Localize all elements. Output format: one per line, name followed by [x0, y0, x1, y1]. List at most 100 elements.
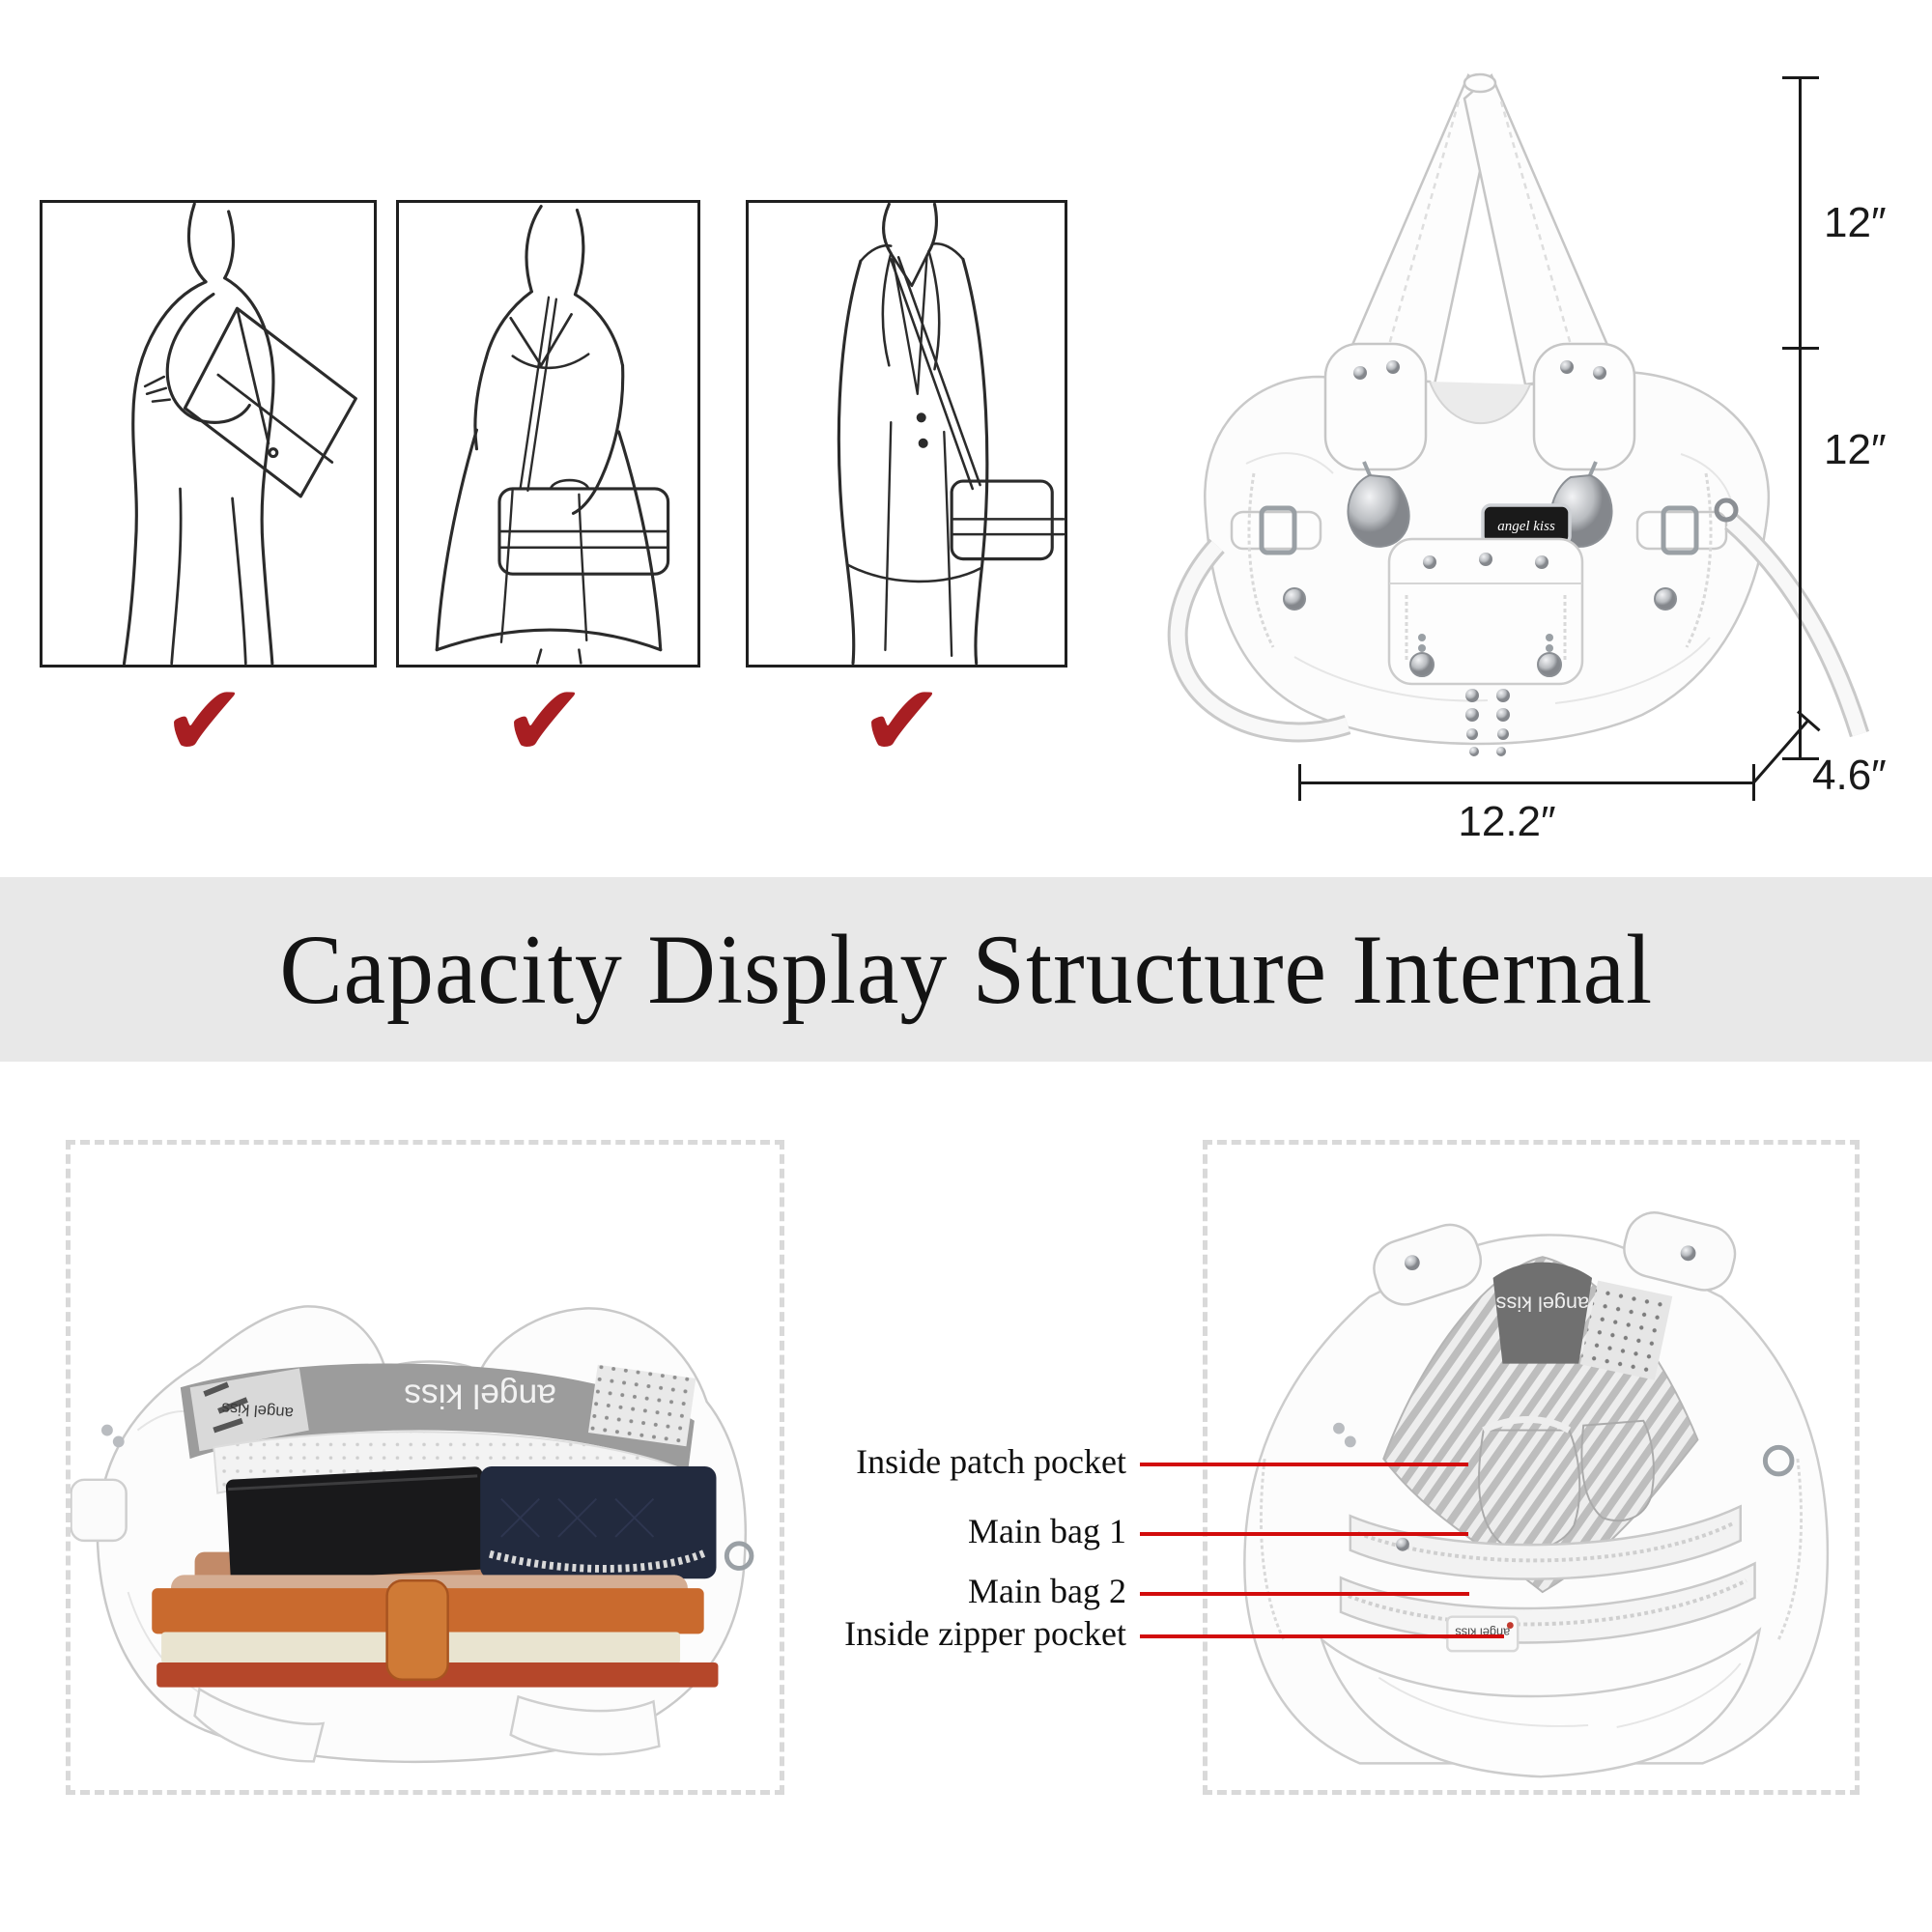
- right-strap: [1463, 72, 1621, 386]
- zipper-teeth: [1348, 1578, 1747, 1627]
- sketch-skirt-pleats: [499, 487, 588, 643]
- lining-opening: angel kiss: [1382, 1256, 1699, 1594]
- sketch-bag-seams: [497, 529, 669, 549]
- dim-line-vertical: [1799, 77, 1802, 759]
- dim-label-depth: 4.6″: [1812, 752, 1887, 799]
- d-ring: [724, 1541, 754, 1571]
- dim-tick-width-left: [1298, 764, 1301, 801]
- sketch-bag-seams: [950, 518, 1065, 536]
- top-tabs: [1373, 1211, 1737, 1306]
- left-side-buckle: [1259, 505, 1297, 555]
- sketch-skirt: [170, 487, 247, 665]
- sketch-button: [916, 412, 926, 423]
- teardrop-ornament: [1347, 473, 1410, 548]
- sketch-pleats: [884, 421, 953, 657]
- scarf-dot-patch: [587, 1364, 696, 1447]
- carry-style-panel-shoulder: [396, 200, 700, 668]
- side-strap: [71, 1478, 128, 1543]
- capacity-photo: angel kiss angel kiss 999: [71, 1305, 754, 1764]
- sketch-button: [918, 438, 928, 448]
- sketch-strap: [519, 296, 558, 493]
- dim-label-height: 12″: [1824, 426, 1887, 473]
- side-zipper: [1685, 472, 1713, 648]
- sketch-lapels: [881, 250, 941, 371]
- sketch-face: [223, 210, 236, 280]
- rivet: [1353, 366, 1367, 380]
- patch-pocket-trim: [1482, 1416, 1572, 1434]
- lining-dark-patch: [1492, 1262, 1593, 1364]
- sketch-fingers: [143, 375, 171, 403]
- leader-line-patch-pocket: [1140, 1463, 1468, 1466]
- sketch-neckline: [509, 313, 573, 367]
- bag-contents: 999: [152, 1466, 719, 1688]
- coin-charm: [1283, 587, 1306, 611]
- sketch-left-arm: [473, 355, 488, 451]
- notebook-strap: [385, 1579, 449, 1681]
- brand-plate-text: angel kiss: [1497, 519, 1555, 534]
- right-side-strap: [1635, 510, 1728, 551]
- scarf-lining: angel kiss angel kiss: [180, 1363, 696, 1473]
- leather-wrinkles: [1245, 452, 1735, 704]
- lining-brand-text: angel kiss: [1496, 1293, 1589, 1317]
- sketch-right-arm: [571, 363, 625, 515]
- strap-stitching: [1381, 100, 1461, 366]
- left-buckle-tab: [1323, 342, 1428, 471]
- dim-tick-top: [1782, 76, 1819, 79]
- checkmark-icon: ✔: [162, 662, 247, 780]
- rivet: [1560, 360, 1574, 374]
- rivet: [1386, 360, 1400, 374]
- scarf-brand-text: angel kiss: [404, 1377, 556, 1415]
- strap-clasp: [1714, 497, 1739, 523]
- crossbody-sketch: [837, 203, 1065, 665]
- case-edge-highlight: [227, 1474, 478, 1492]
- leader-line-main-bag-2: [1140, 1592, 1469, 1596]
- main-bag-1: [1349, 1504, 1742, 1580]
- shoulder-sketch: [435, 205, 670, 665]
- sketch-clutch-bag: [183, 306, 357, 498]
- label-inside-patch-pocket: Inside patch pocket: [856, 1442, 1126, 1481]
- navy-wallet: [480, 1466, 717, 1579]
- dim-label-width: 12.2″: [1458, 798, 1556, 845]
- sketch-clutch-button: [268, 447, 279, 459]
- label-inside-zipper-pocket: Inside zipper pocket: [844, 1614, 1126, 1653]
- leader-line-zipper-pocket: [1140, 1634, 1504, 1638]
- sketch-left-side: [837, 259, 863, 665]
- dim-label-strap-drop: 12″: [1824, 199, 1887, 246]
- crossbody-strap: [1167, 497, 1870, 743]
- inner-brand-label: angel kiss: [1446, 1615, 1520, 1653]
- sketch-back: [122, 280, 208, 665]
- label-main-bag-2: Main bag 2: [968, 1572, 1126, 1610]
- sketch-bag-handle: [549, 478, 590, 491]
- strap-apex: [1463, 72, 1497, 94]
- checkmark-icon: ✔: [502, 662, 587, 780]
- label-main-bag-1: Main bag 1: [968, 1512, 1126, 1550]
- carry-style-panel-underarm: [40, 200, 377, 668]
- strap-stitching: [1499, 100, 1578, 366]
- dim-tick-width-right: [1752, 764, 1755, 801]
- sketch-skirt-hem: [435, 628, 663, 652]
- label-logo-dot: [1506, 1622, 1514, 1629]
- sketch-strap: [890, 256, 981, 491]
- rivet: [1479, 553, 1492, 566]
- zipper-chain: [1333, 1422, 1345, 1435]
- sketch-hair: [186, 203, 208, 284]
- zipper-chain: [1344, 1435, 1356, 1448]
- inside-patch-pocket: [1478, 1429, 1581, 1550]
- structure-photo: angel kiss angel kiss: [1243, 1211, 1830, 1778]
- lining-dot-patch: [1579, 1280, 1673, 1380]
- rivet: [1404, 1255, 1420, 1271]
- shoulder-straps: [1339, 72, 1621, 386]
- rivet: [1593, 366, 1606, 380]
- inside-patch-pocket-2: [1580, 1419, 1655, 1522]
- leather-wrinkles: [1378, 1662, 1742, 1728]
- rivet: [1423, 555, 1436, 569]
- right-buckle-tab: [1532, 342, 1636, 471]
- d-ring: [1762, 1444, 1795, 1477]
- wallet-quilting: [500, 1497, 655, 1538]
- capacity-panel: angel kiss angel kiss 999: [66, 1140, 784, 1795]
- leader-line-main-bag-1: [1140, 1532, 1468, 1536]
- sketch-clutch-flap: [216, 306, 334, 464]
- black-cosmetic-case: [225, 1466, 488, 1582]
- zipper-chain: [101, 1424, 113, 1436]
